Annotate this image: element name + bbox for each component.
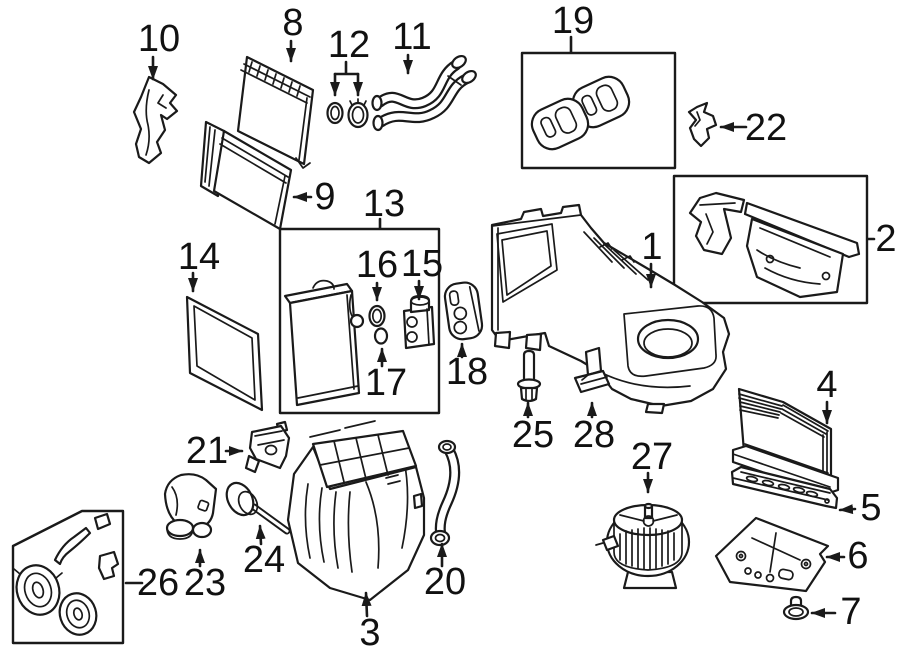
- callout-24-arrow: [255, 524, 266, 546]
- part-24-control-shaft: [225, 481, 291, 535]
- part-7-grommet-plug: [782, 595, 810, 621]
- part-6-cover-plate: [714, 516, 830, 593]
- callout-20[interactable]: 20: [424, 561, 466, 603]
- callout-25[interactable]: 25: [512, 414, 554, 456]
- part-4-cabin-air-filter: [731, 387, 840, 496]
- callout-12-bracket: [333, 60, 360, 76]
- callout-11[interactable]: 11: [392, 16, 431, 58]
- part-14-filter-frame: [185, 295, 264, 412]
- part-13-evaporator-kit: [278, 227, 441, 415]
- callout-22[interactable]: 22: [745, 107, 787, 149]
- callout-2[interactable]: 2: [875, 218, 896, 260]
- callout-26[interactable]: 26: [137, 562, 179, 604]
- part-3-lower-housing: [286, 420, 426, 602]
- part-25-mounting-bolt: [516, 349, 542, 403]
- callout-27[interactable]: 27: [631, 436, 673, 478]
- callout-12[interactable]: 12: [328, 24, 370, 66]
- callout-8[interactable]: 8: [282, 2, 303, 44]
- callout-13[interactable]: 13: [363, 183, 405, 225]
- callout-4[interactable]: 4: [816, 364, 837, 406]
- callout-15[interactable]: 15: [401, 243, 443, 285]
- callout-9[interactable]: 9: [314, 176, 335, 218]
- callout-7[interactable]: 7: [840, 591, 861, 633]
- part-19-seal-grommet-set: [520, 51, 677, 170]
- part-18-pipe-seal-grommet: [443, 281, 484, 341]
- callout-23[interactable]: 23: [184, 562, 226, 604]
- part-20-drain-hose: [429, 439, 461, 547]
- callout-14[interactable]: 14: [178, 236, 220, 278]
- callout-6[interactable]: 6: [847, 535, 868, 577]
- part-27-blower-motor: [595, 502, 691, 590]
- callout-24[interactable]: 24: [243, 539, 285, 581]
- callout-5-arrow: [838, 504, 857, 515]
- callout-leaders: [124, 35, 876, 618]
- part-10-side-bracket: [132, 75, 179, 165]
- callout-28[interactable]: 28: [573, 414, 615, 456]
- callout-3-arrow: [361, 591, 372, 618]
- callout-5[interactable]: 5: [860, 487, 881, 529]
- callout-16[interactable]: 16: [356, 244, 398, 286]
- callout-1[interactable]: 1: [641, 226, 662, 268]
- callout-3[interactable]: 3: [359, 612, 380, 654]
- callout-21[interactable]: 21: [186, 430, 228, 472]
- callout-18[interactable]: 18: [446, 351, 488, 393]
- part-8-evaporator-panel: [236, 55, 315, 169]
- part-12-o-ring-pair: [326, 98, 369, 129]
- part-2-mounting-bracket-set: [672, 174, 869, 305]
- callout-19[interactable]: 19: [552, 0, 594, 42]
- part-11-heater-pipes: [371, 54, 477, 132]
- part-5-retainer-rail: [730, 465, 839, 510]
- part-9-heater-core: [199, 120, 293, 231]
- part-23-actuator-motor: [163, 473, 218, 540]
- part-21-servo-motor: [244, 420, 291, 474]
- callout-17[interactable]: 17: [365, 362, 407, 404]
- part-28-retainer-clip: [573, 346, 611, 394]
- part-26-actuator-kit: [11, 509, 125, 645]
- callout-labels: 1 2 3 4 5 6 7 8 9 10 11 12 13 14 15 16 1…: [137, 0, 897, 654]
- callout-10[interactable]: 10: [138, 18, 180, 60]
- part-1-upper-housing: [490, 203, 731, 415]
- part-22-clip-bracket: [687, 101, 718, 148]
